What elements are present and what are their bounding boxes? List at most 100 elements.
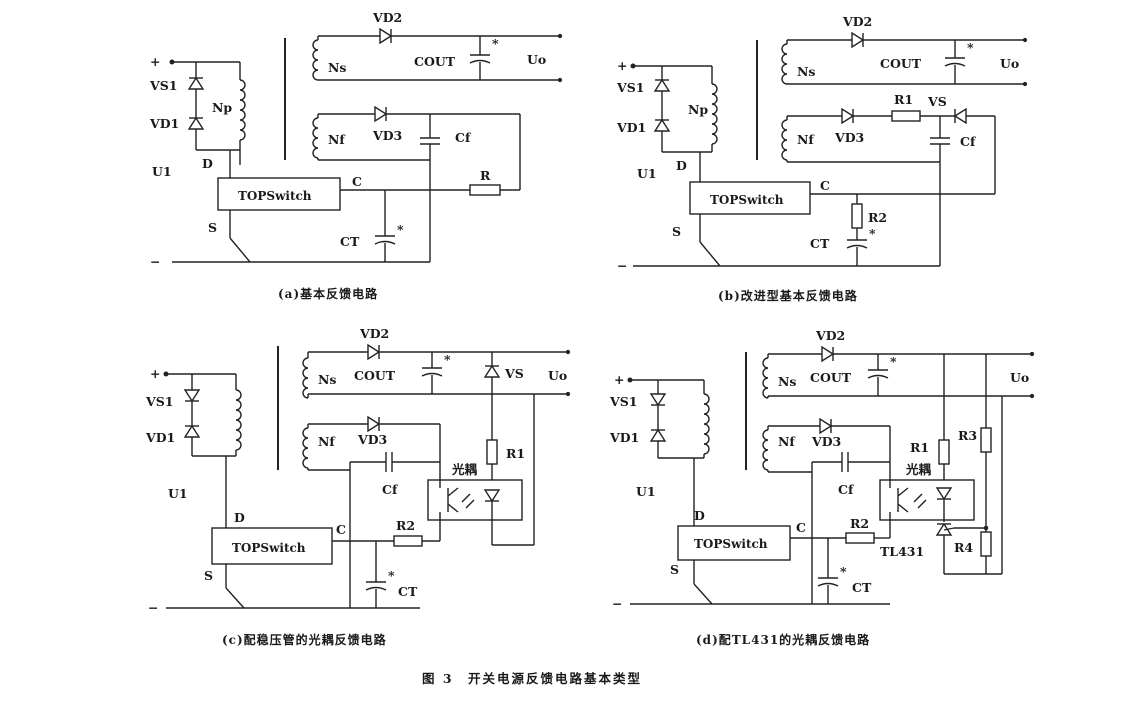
panel-d-tl431-optocoupler-feedback: + − VS1 VD1 U1 D TOPSwitch S * VD2 COUT …	[609, 328, 1035, 647]
topswitch-chip	[217, 177, 341, 211]
input-minus-sign: −	[148, 600, 158, 615]
label-s: S	[204, 568, 213, 583]
label-uo: Uo	[1010, 370, 1029, 385]
topswitch-chip	[677, 525, 791, 561]
vd1-diode	[184, 425, 200, 438]
r2-resistor	[393, 535, 423, 547]
label-r2: R2	[868, 210, 887, 225]
ns-secondary-winding	[762, 357, 769, 399]
label-optocoupler: 光耦	[905, 462, 932, 477]
label-r1: R1	[506, 446, 525, 461]
vs-zener-diode	[484, 365, 500, 378]
vs1-zener-diode	[654, 79, 670, 92]
label-ns: Ns	[318, 372, 336, 387]
label-nf: Nf	[797, 132, 815, 147]
cout-polarity-mark: *	[967, 40, 974, 55]
label-cf: Cf	[455, 130, 472, 145]
label-topswitch: TOPSwitch	[710, 193, 784, 207]
ns-secondary-winding	[312, 39, 319, 81]
ct-polarity-mark: *	[388, 568, 395, 583]
label-topswitch: TOPSwitch	[694, 537, 768, 551]
label-d: D	[694, 508, 705, 523]
vd3-diode	[819, 418, 832, 434]
nf-feedback-winding	[302, 427, 309, 469]
label-ns: Ns	[797, 64, 815, 79]
np-primary-winding	[703, 393, 710, 455]
label-nf: Nf	[778, 434, 796, 449]
label-d: D	[234, 510, 245, 525]
r-resistor	[469, 184, 501, 196]
label-np: Np	[688, 102, 708, 117]
label-vd3: VD3	[811, 434, 841, 449]
r1-resistor	[938, 439, 950, 465]
ct-polarity-mark: *	[397, 222, 404, 237]
label-cout: COUT	[414, 54, 456, 69]
label-vs1: VS1	[145, 394, 173, 409]
vd1-diode	[650, 429, 666, 442]
r2-resistor	[845, 532, 875, 544]
label-vs1: VS1	[616, 80, 644, 95]
caption-d: (d)配TL431的光耦反馈电路	[696, 632, 870, 647]
label-ct: CT	[398, 584, 418, 599]
label-vd2: VD2	[359, 326, 389, 341]
vd2-rectifier-diode	[367, 344, 380, 360]
input-minus-sign: −	[617, 258, 627, 273]
label-s: S	[672, 224, 681, 239]
label-c: C	[796, 520, 806, 535]
input-plus-sign: +	[617, 58, 627, 73]
cout-polarity-mark: *	[890, 354, 897, 369]
label-c: C	[352, 174, 362, 189]
r2-resistor	[851, 203, 863, 229]
label-vd1: VD1	[149, 116, 179, 131]
np-primary-winding	[711, 83, 718, 145]
nf-feedback-winding	[762, 429, 769, 471]
vd2-rectifier-diode	[851, 32, 864, 48]
label-topswitch: TOPSwitch	[232, 541, 306, 555]
np-primary-winding	[235, 389, 242, 451]
optocoupler	[427, 479, 523, 521]
label-vd3: VD3	[372, 128, 402, 143]
np-primary-winding	[239, 79, 246, 141]
panel-b-improved-feedback: + − VS1 VD1 Np D U1 TOPSwitch S * VD2 CO…	[616, 14, 1028, 303]
ns-secondary-winding	[302, 357, 309, 399]
vs1-zener-diode	[188, 77, 204, 90]
label-u1: U1	[637, 166, 657, 181]
label-s: S	[670, 562, 679, 577]
optocoupler	[879, 479, 975, 521]
label-d: D	[202, 156, 213, 171]
vd1-diode	[188, 117, 204, 130]
input-plus-sign: +	[150, 54, 160, 69]
label-uo: Uo	[527, 52, 546, 67]
label-cf: Cf	[960, 134, 977, 149]
label-r2: R2	[850, 516, 869, 531]
label-u1: U1	[168, 486, 188, 501]
label-vd3: VD3	[834, 130, 864, 145]
label-vd2: VD2	[372, 10, 402, 25]
label-vd3: VD3	[357, 432, 387, 447]
label-optocoupler: 光耦	[451, 462, 478, 477]
panel-c-zener-optocoupler-feedback: + − VS1 VD1 U1 D TOPSwitch S * VD2 COUT …	[145, 326, 571, 647]
label-vs: VS	[927, 94, 947, 109]
panel-a-basic-feedback: + − VS1 VD1 Np D U1 TOPSwitch S * VD2 CO…	[149, 10, 563, 301]
topswitch-chip	[689, 181, 811, 215]
nf-feedback-winding	[781, 119, 788, 161]
caption-c: (c)配稳压管的光耦反馈电路	[222, 632, 387, 647]
figure-caption: 图 3 开关电源反馈电路基本类型	[422, 671, 642, 686]
label-r4: R4	[954, 540, 973, 555]
label-c: C	[336, 522, 346, 537]
label-vd1: VD1	[145, 430, 175, 445]
label-vs: VS	[504, 366, 524, 381]
r1-resistor	[486, 439, 498, 465]
label-cout: COUT	[880, 56, 922, 71]
r3-resistor	[980, 427, 992, 453]
input-plus-sign: +	[150, 366, 160, 381]
label-tl431: TL431	[880, 544, 924, 559]
vd1-diode	[654, 119, 670, 132]
vs-zener-diode	[954, 108, 967, 124]
vd3-diode	[374, 106, 387, 122]
cout-polarity-mark: *	[492, 36, 499, 51]
label-vd1: VD1	[609, 430, 639, 445]
vs1-zener-diode	[184, 389, 200, 402]
label-r2: R2	[396, 518, 415, 533]
